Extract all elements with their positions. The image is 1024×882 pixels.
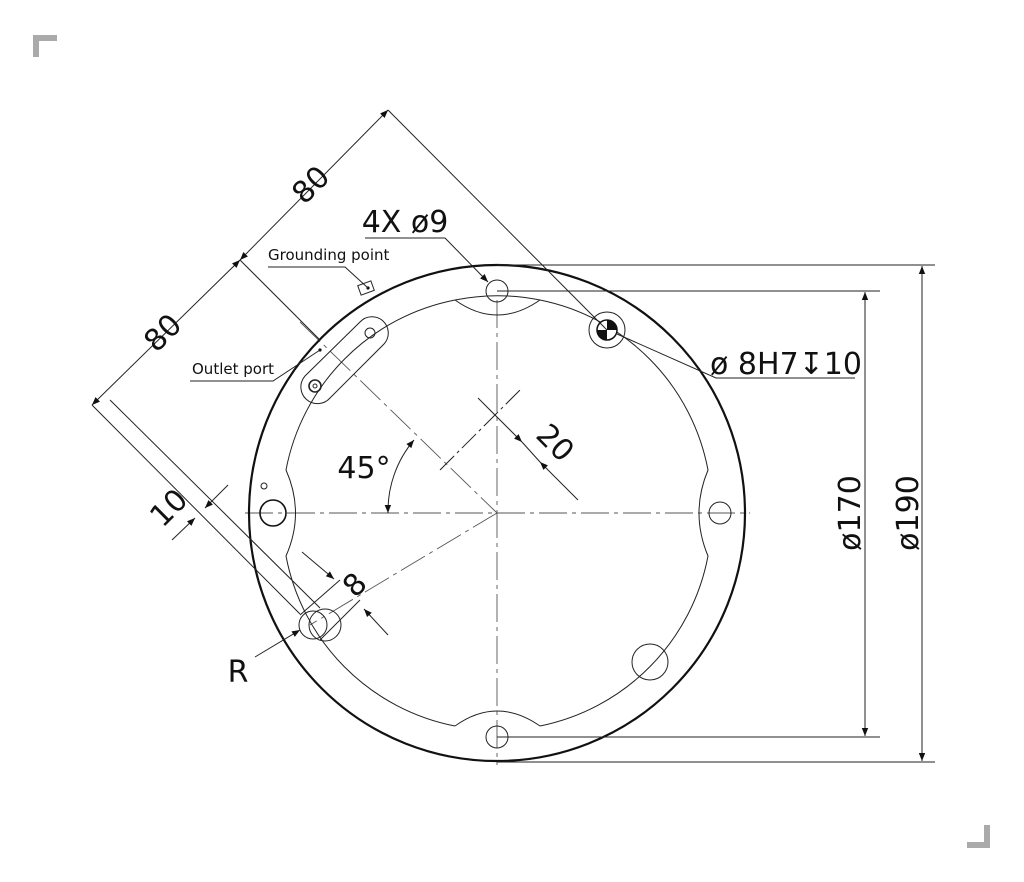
lower-slot [298,579,361,642]
center-lines [245,300,750,765]
inner-profile [285,295,709,727]
dia-170-label: ø170 [833,475,868,551]
dim-8-label: 8 [336,566,374,604]
holes-callout: 4X ø9 [362,205,489,283]
angle-45-label: 45° [337,451,390,486]
dim-10-label: 10 [143,482,195,534]
dim-80-lower-label: 80 [137,307,189,359]
dimension-dia-170: ø170 [497,290,880,738]
outlet-port-callout: Outlet port [190,349,321,382]
corner-mark-bottom-right [967,825,990,848]
angle-45: 45° [337,439,415,514]
grounding-point-callout: Grounding point [268,246,390,289]
radius-label: R [228,655,249,690]
dimension-dia-190: ø190 [497,264,935,763]
dimension-80: 80 80 [91,109,608,615]
holes-label: 4X ø9 [362,205,449,240]
grounding-point-label: Grounding point [268,246,390,264]
radius-callout: R [228,629,301,690]
dimension-20: 20 [439,387,581,501]
outlet-port-label: Outlet port [192,360,274,378]
outlet-slot [300,316,389,405]
pin-hole-label: ø 8H7↧10 [710,347,862,382]
dim-80-upper-label: 80 [285,159,337,211]
pin-hole-callout: ø 8H7↧10 [616,333,862,382]
dim-20-label: 20 [529,417,581,469]
dimension-10: 10 [143,482,229,541]
corner-mark-top-left [33,35,57,57]
dia-190-label: ø190 [891,475,926,551]
